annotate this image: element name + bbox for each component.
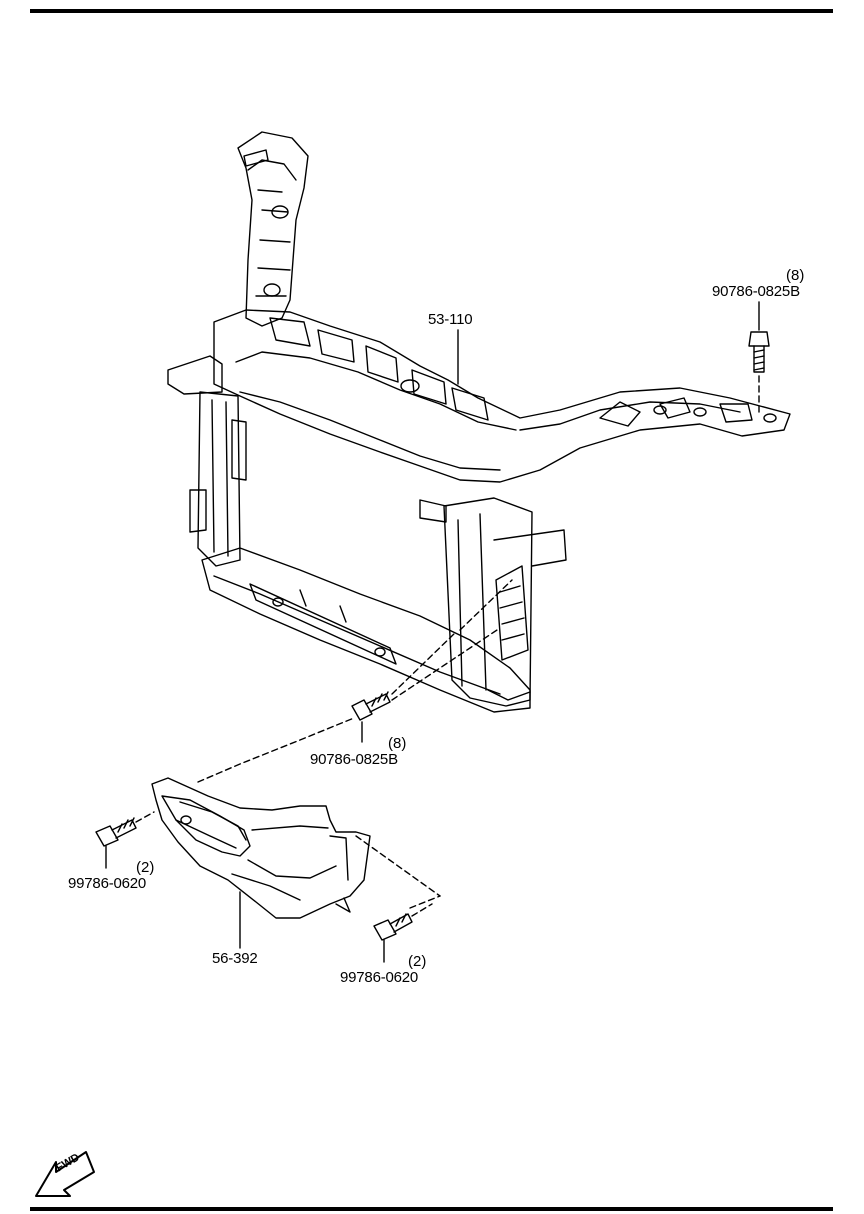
part-label-bolt-upper: 90786-0825B: [712, 283, 800, 300]
part-label-screw-left: 99786-0620: [68, 875, 147, 892]
screw-left-drawing: [95, 811, 155, 869]
part-label-bolt-lower: 90786-0825B: [310, 751, 398, 768]
part-label-56-392: 56-392: [212, 950, 258, 967]
bottom-border-rule: [30, 1207, 833, 1211]
radiator-support-drawing: [167, 131, 791, 713]
bolt-lower-drawing: [351, 579, 513, 743]
air-guide-drawing: [151, 717, 441, 949]
qty-label-screw-right: (2): [408, 953, 427, 970]
screw-right-drawing: [373, 903, 433, 963]
part-label-screw-right: 99786-0620: [340, 969, 419, 986]
qty-label-bolt-lower: (8): [388, 735, 407, 752]
qty-label-screw-left: (2): [136, 859, 155, 876]
top-border-rule: [30, 9, 833, 13]
part-label-53-110: 53-110: [428, 311, 473, 328]
qty-label-bolt-upper: (8): [786, 267, 805, 284]
fwd-arrow-icon: [35, 1151, 95, 1197]
bolt-upper-drawing: [748, 301, 770, 413]
